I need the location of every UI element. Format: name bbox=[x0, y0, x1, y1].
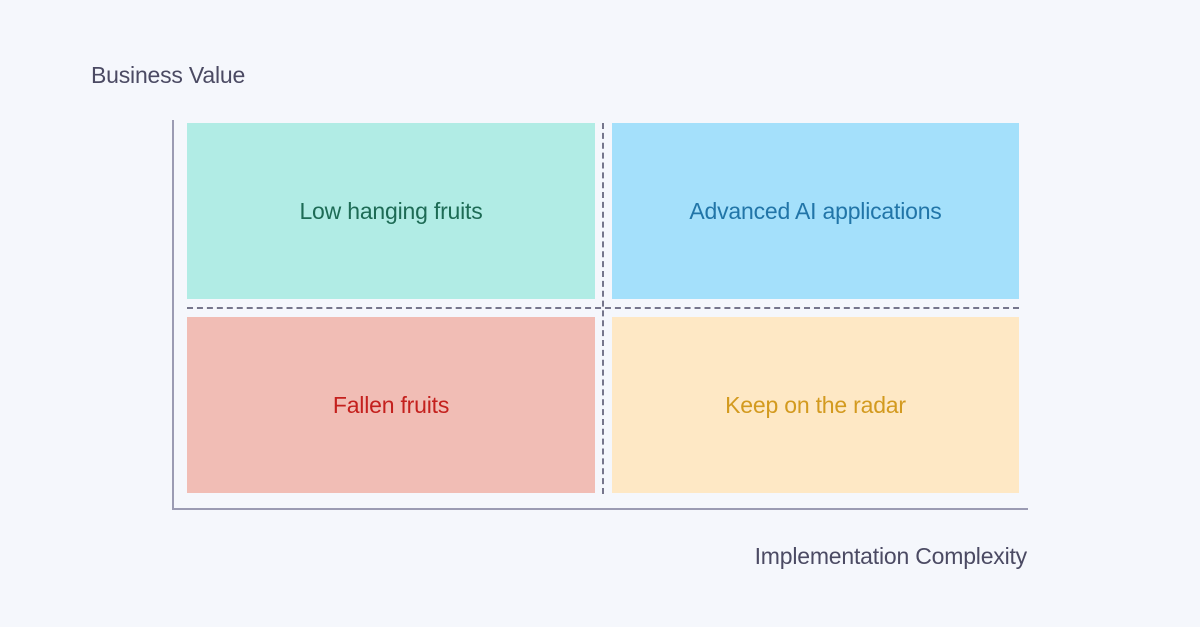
quadrant-keep-on-the-radar: Keep on the radar bbox=[612, 317, 1019, 493]
horizontal-divider bbox=[187, 307, 1019, 309]
y-axis-line bbox=[172, 120, 174, 510]
quadrant-advanced-ai-applications: Advanced AI applications bbox=[612, 123, 1019, 299]
quadrant-label: Fallen fruits bbox=[332, 391, 450, 418]
quadrant-label: Advanced AI applications bbox=[689, 197, 942, 224]
quadrant-low-hanging-fruits: Low hanging fruits bbox=[187, 123, 595, 299]
x-axis-label: Implementation Complexity bbox=[754, 543, 1028, 569]
x-axis-line bbox=[172, 508, 1028, 510]
quadrant-fallen-fruits: Fallen fruits bbox=[187, 317, 595, 493]
y-axis-label: Business Value bbox=[91, 62, 246, 88]
quadrant-label: Low hanging fruits bbox=[299, 197, 483, 224]
quadrant-label: Keep on the radar bbox=[725, 391, 906, 418]
